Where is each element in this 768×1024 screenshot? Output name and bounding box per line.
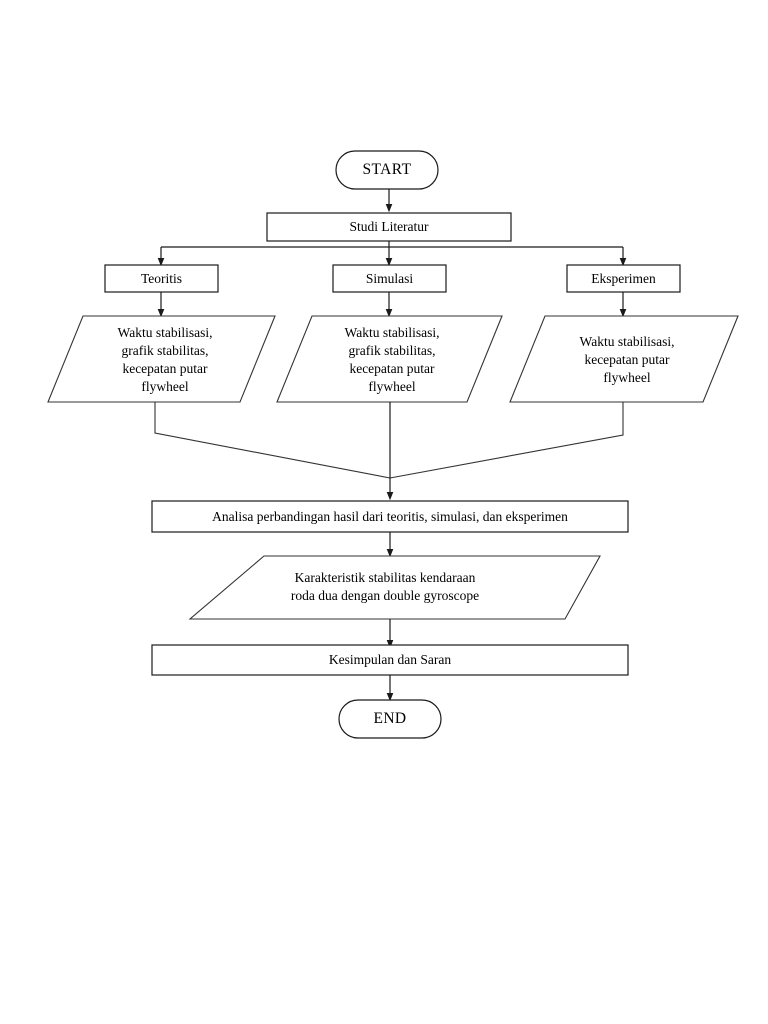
node-kesimpulan-shape[interactable] — [151, 644, 629, 676]
edge-data-eksperimen-merge — [389, 402, 624, 479]
node-start-shape[interactable] — [335, 150, 439, 190]
node-data-teoritis-shape[interactable] — [47, 315, 276, 403]
node-data-simulasi-shape[interactable] — [276, 315, 503, 403]
edge-data-teoritis-merge — [154, 402, 391, 479]
node-simulasi-shape[interactable] — [332, 264, 447, 293]
node-eksperimen-shape[interactable] — [566, 264, 681, 293]
node-teoritis-shape[interactable] — [104, 264, 219, 293]
node-end-shape[interactable] — [338, 699, 442, 739]
node-studi-literatur-shape[interactable] — [266, 212, 512, 242]
node-analisa-shape[interactable] — [151, 500, 629, 533]
node-data-eksperimen-shape[interactable] — [509, 315, 739, 403]
node-karakteristik-shape[interactable] — [188, 555, 601, 620]
